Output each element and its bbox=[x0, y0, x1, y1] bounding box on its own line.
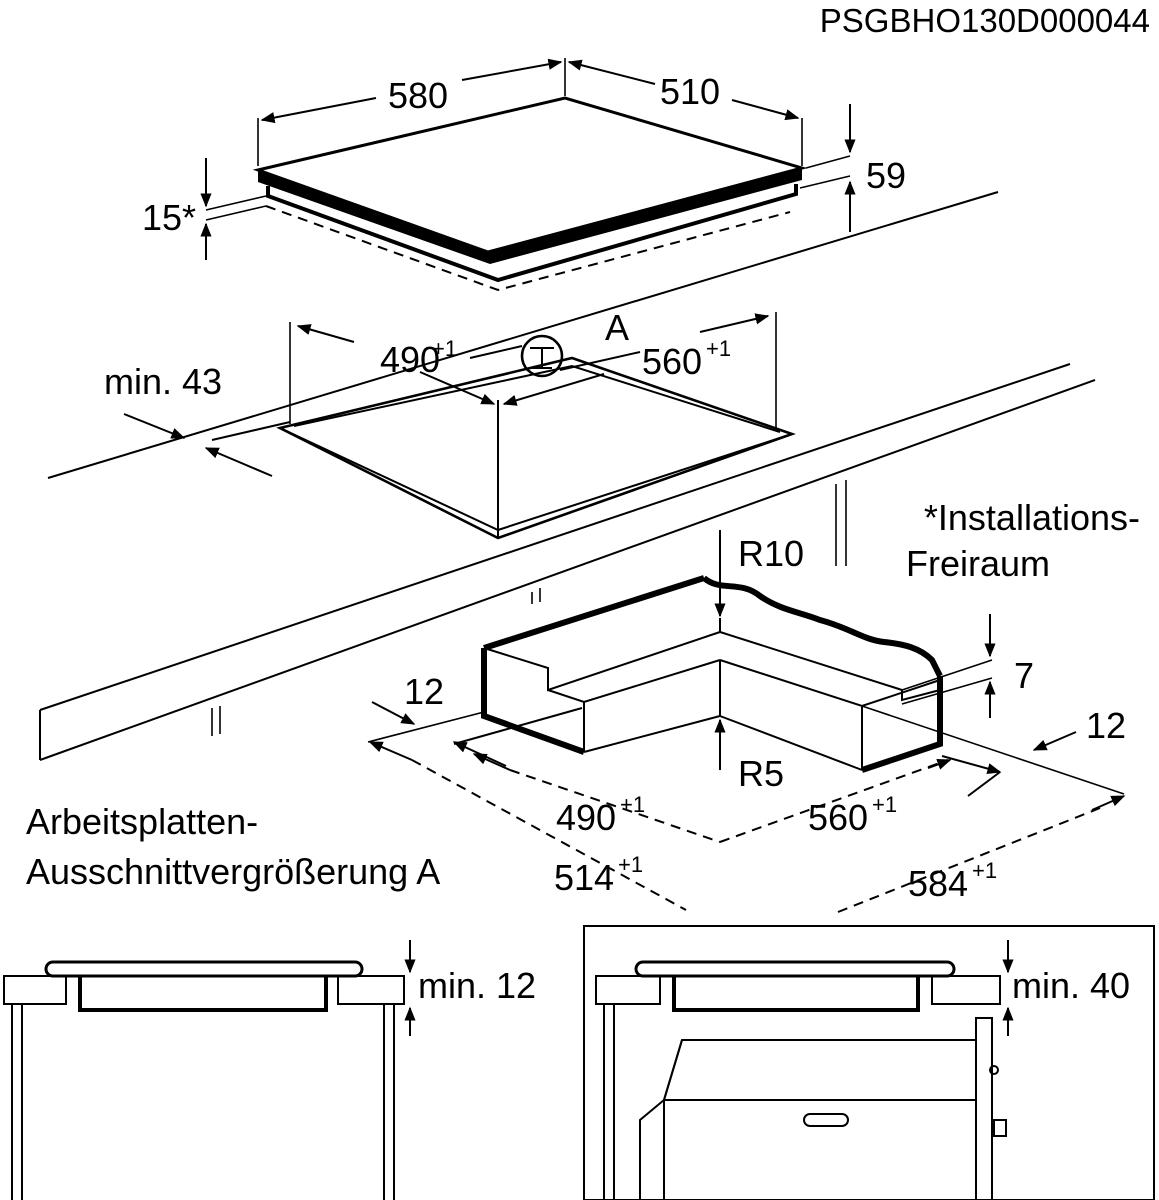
step-left-label: 12 bbox=[404, 671, 444, 712]
detail-inner-width-label: 490 bbox=[556, 797, 616, 838]
cutout-detail-a bbox=[367, 530, 1126, 913]
radius-top-label: R10 bbox=[738, 533, 804, 574]
installation-note-line2: Freiraum bbox=[906, 543, 1050, 584]
cutout-width-tolerance: +1 bbox=[432, 336, 457, 361]
hob-clearance-label: 15* bbox=[142, 197, 196, 238]
cutout-depth-tolerance: +1 bbox=[706, 336, 731, 361]
step-right-label: 12 bbox=[1086, 705, 1126, 746]
detail-outer-depth-tolerance: +1 bbox=[972, 858, 997, 883]
step-height-label: 7 bbox=[1014, 655, 1034, 696]
detail-inner-depth-label: 560 bbox=[808, 797, 868, 838]
section-right bbox=[583, 925, 1155, 1200]
section-left-min-label: min. 12 bbox=[418, 965, 536, 1006]
section-left bbox=[3, 940, 416, 1200]
worktop bbox=[39, 191, 1096, 761]
cutout-caption-line1: Arbeitsplatten- bbox=[26, 801, 258, 842]
section-right-min-label: min. 40 bbox=[1012, 965, 1130, 1006]
hob-appliance bbox=[252, 96, 808, 292]
radius-bottom-label: R5 bbox=[738, 753, 784, 794]
detail-outer-depth-label: 584 bbox=[908, 863, 968, 904]
detail-outer-width-label: 514 bbox=[554, 857, 614, 898]
hob-dimensions bbox=[200, 58, 856, 260]
cutout-caption-line2: Ausschnittvergrößerung A bbox=[26, 851, 440, 892]
detail-marker-label: A bbox=[605, 307, 629, 348]
installation-note-line1: *Installations- bbox=[924, 497, 1140, 538]
hob-depth-label: 510 bbox=[660, 71, 720, 112]
drawing-code: PSGBHO130D000044 bbox=[820, 2, 1150, 39]
cutout-depth-label: 560 bbox=[642, 341, 702, 382]
cutout-width-label: 490 bbox=[380, 339, 440, 380]
hob-height-label: 59 bbox=[866, 155, 906, 196]
hob-width-label: 580 bbox=[388, 75, 448, 116]
detail-outer-width-tolerance: +1 bbox=[618, 852, 643, 877]
worktop-cutout bbox=[123, 312, 796, 540]
detail-inner-depth-tolerance: +1 bbox=[872, 792, 897, 817]
edge-distance-label: min. 43 bbox=[104, 361, 222, 402]
detail-inner-width-tolerance: +1 bbox=[620, 792, 645, 817]
